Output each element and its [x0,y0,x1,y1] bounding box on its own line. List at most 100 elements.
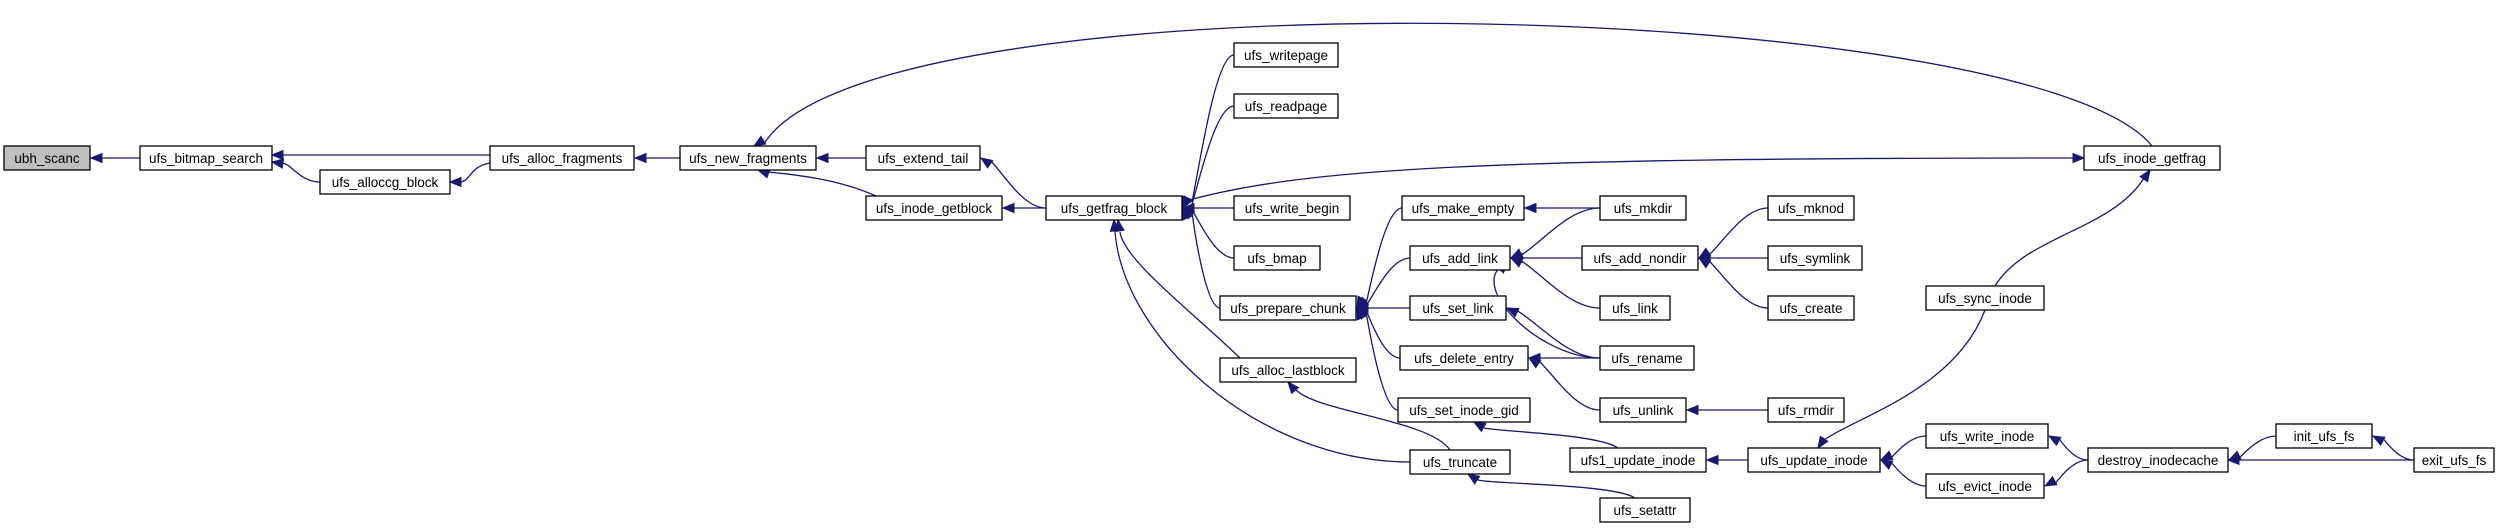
edge-line [1537,359,1601,411]
edge-ufs-write-inode-to-ufs-update-inode [1879,435,1927,461]
node-ufs-truncate[interactable]: ufs_truncate [1409,449,1511,475]
node-ufs-add-nondir[interactable]: ufs_add_nondir [1581,245,1699,271]
node-ubh-scanc[interactable]: ubh_scanc [3,145,91,171]
node-box [2083,145,2221,171]
node-ufs-rename[interactable]: ufs_rename [1599,345,1695,371]
node-box [1599,345,1695,371]
node-label: ufs_evict_inode [1938,479,2032,494]
node-box [1599,195,1687,221]
node-box [1599,295,1671,321]
edge-ufs-link-to-ufs-add-link [1509,257,1601,309]
node-box [1233,195,1351,221]
node-label: ufs_truncate [1423,455,1497,470]
edge-arrowhead [1527,357,1542,369]
node-ufs-make-empty[interactable]: ufs_make_empty [1401,195,1525,221]
node-ufs-setattr[interactable]: ufs_setattr [1599,497,1691,523]
node-label: ufs_set_inode_gid [1409,403,1519,418]
node-ufs-write-begin[interactable]: ufs_write_begin [1233,195,1351,221]
node-label: ufs_rmdir [1778,403,1835,418]
node-ufs-unlink[interactable]: ufs_unlink [1599,397,1687,423]
node-ufs-symlink[interactable]: ufs_symlink [1767,245,1863,271]
edge-ufs-new-fragments-to-ufs-alloc-fragments [633,152,680,164]
node-exit-ufs-fs[interactable]: exit_ufs_fs [2413,447,2495,473]
node-ufs-bmap[interactable]: ufs_bmap [1233,245,1321,271]
node-ufs-readpage[interactable]: ufs_readpage [1233,93,1339,119]
node-ufs-evict-inode[interactable]: ufs_evict_inode [1925,473,2045,499]
node-ufs-sync-inode[interactable]: ufs_sync_inode [1925,285,2045,311]
node-label: ufs_inode_getblock [876,201,993,216]
node-label: ufs_link [1612,301,1658,316]
edge-arrowhead [2226,454,2240,466]
edge-ufs-rename-to-ufs-set-link [1505,307,1601,359]
node-ufs-bitmap-search[interactable]: ufs_bitmap_search [139,145,273,171]
node-init-ufs-fs[interactable]: init_ufs_fs [2275,423,2373,449]
node-ufs-mknod[interactable]: ufs_mknod [1767,195,1855,221]
edge-arrowhead [1685,404,1699,416]
edge-line [1191,105,1235,205]
node-ufs-add-link[interactable]: ufs_add_link [1409,245,1511,271]
node-ufs-new-fragments[interactable]: ufs_new_fragments [679,145,817,171]
node-label: ufs_new_fragments [689,151,807,166]
node-label: ufs_mknod [1778,201,1844,216]
edge-destroy-inodecache-to-ufs-write-inode [2047,435,2089,461]
edge-line [1707,259,1769,309]
edge-ufs-unlink-to-ufs-delete-entry [1527,357,1601,411]
edge-ufs-mkdir-to-ufs-make-empty [1523,202,1600,214]
edge-line [1191,209,1235,259]
node-box [1767,245,1863,271]
node-box [1401,195,1525,221]
node-ufs-rmdir[interactable]: ufs_rmdir [1767,397,1845,423]
edge-line [763,22,2153,147]
edge-line [1889,435,1927,460]
node-ufs1-update-inode[interactable]: ufs1_update_inode [1569,447,1707,473]
node-label: ufs_write_inode [1940,429,2035,444]
node-ufs-alloc-lastblock[interactable]: ufs_alloc_lastblock [1219,357,1357,383]
edge-line [1181,157,2075,203]
node-ufs-alloc-fragments[interactable]: ufs_alloc_fragments [489,145,635,171]
edge-arrowhead [1705,454,1719,466]
node-box [1767,295,1855,321]
node-label: ufs_add_link [1422,251,1498,266]
edge-arrowhead [2072,152,2086,164]
node-box [1409,245,1511,271]
node-label: ufs_create [1779,301,1842,316]
edge-ufs-inode-getfrag-to-ufs-new-fragments [752,22,2153,147]
node-label: ufs_readpage [1245,99,1328,114]
edge-ufs-extend-tail-to-ufs-new-fragments [815,152,866,164]
node-label: ufs_unlink [1613,403,1674,418]
node-ufs-inode-getfrag[interactable]: ufs_inode_getfrag [2083,145,2221,171]
edge-ufs-writepage-to-ufs-getfrag-block [1182,54,1235,210]
edge-exit-ufs-fs-to-init-ufs-fs [2371,435,2415,461]
node-ufs-writepage[interactable]: ufs_writepage [1233,42,1339,68]
edge-line [1365,207,1403,305]
node-ufs-alloccg-block[interactable]: ufs_alloccg_block [319,169,451,195]
edge-ufs-prepare-chunk-to-ufs-getfrag-block [1182,206,1221,309]
node-ufs-update-inode[interactable]: ufs_update_inode [1747,447,1881,473]
node-box [1399,345,1529,371]
node-ufs-link[interactable]: ufs_link [1599,295,1671,321]
node-ufs-create[interactable]: ufs_create [1767,295,1855,321]
node-ufs-prepare-chunk[interactable]: ufs_prepare_chunk [1219,295,1357,321]
node-label: ufs_delete_entry [1414,351,1514,366]
node-label: exit_ufs_fs [2422,453,2487,468]
node-box [2275,423,2373,449]
node-ufs-delete-entry[interactable]: ufs_delete_entry [1399,345,1529,371]
node-box [1233,93,1339,119]
node-ufs-mkdir[interactable]: ufs_mkdir [1599,195,1687,221]
edge-arrowhead [1817,435,1829,450]
edge-line [1365,257,1411,307]
node-ufs-extend-tail[interactable]: ufs_extend_tail [865,145,981,171]
node-label: ufs_write_begin [1245,201,1340,216]
node-destroy-inodecache[interactable]: destroy_inodecache [2087,447,2229,473]
node-ufs-set-link[interactable]: ufs_set_link [1409,295,1507,321]
node-ufs-write-inode[interactable]: ufs_write_inode [1925,423,2049,449]
node-ufs-getfrag-block[interactable]: ufs_getfrag_block [1045,195,1183,221]
node-label: ufs_update_inode [1760,453,1867,468]
edge-ufs-truncate-to-ufs-getfrag-block [1109,218,1411,463]
edge-line [989,159,1047,209]
node-ufs-set-inode-gid[interactable]: ufs_set_inode_gid [1397,397,1531,423]
node-label: ufs_alloc_fragments [502,151,623,166]
node-ufs-inode-getblock[interactable]: ufs_inode_getblock [865,195,1003,221]
node-box [1925,423,2049,449]
edge-line [459,162,491,183]
